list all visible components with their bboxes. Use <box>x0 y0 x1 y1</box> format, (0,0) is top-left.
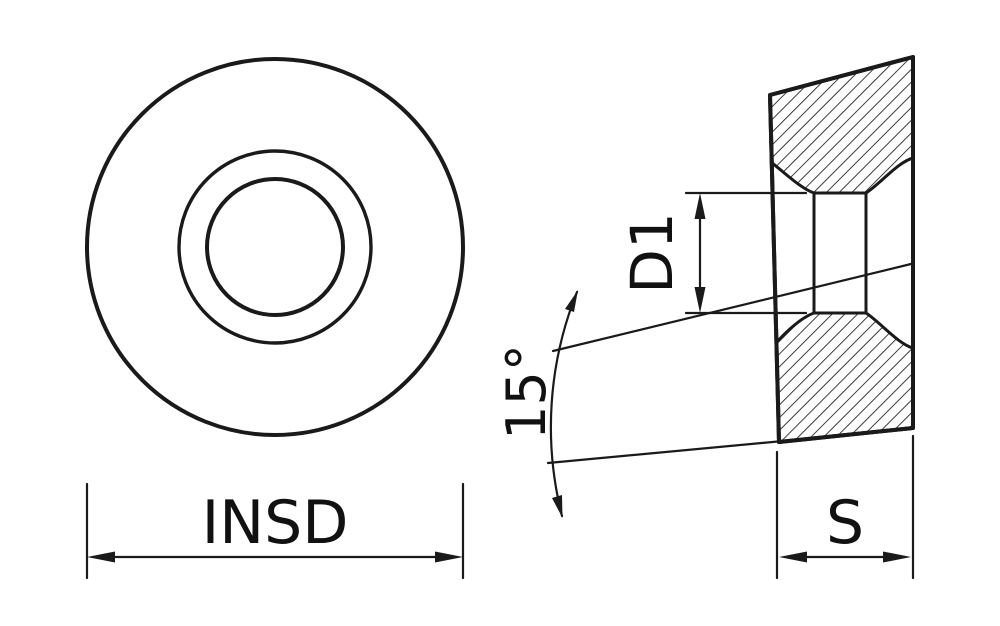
bore-wall-top <box>770 156 915 195</box>
s-arrow-right <box>883 551 911 563</box>
d1-arrow-top <box>694 193 706 219</box>
hatch-region-top <box>770 57 913 193</box>
hatch-region-bottom <box>776 313 913 442</box>
s-label: S <box>826 488 864 558</box>
d1-arrow-bottom <box>694 287 706 313</box>
angle-baseline-extension <box>546 439 785 465</box>
angle-arrow-bottom <box>552 495 563 518</box>
angle-arc <box>549 290 579 518</box>
d1-dimension: D1 <box>618 191 808 315</box>
clearance-angle-label: 15° <box>495 344 558 440</box>
side-profile-outline <box>768 55 915 444</box>
angle-arrow-top <box>565 290 578 312</box>
top-view <box>85 57 465 437</box>
clearance-angle-annotation <box>546 262 913 465</box>
center-hole-circle <box>205 177 345 317</box>
countersink-circle <box>177 149 373 345</box>
insert-outer-circle <box>85 57 465 437</box>
insd-arrow-right <box>435 551 463 563</box>
s-dimension: S <box>775 434 915 580</box>
clearance-angle-dimension: 15° <box>495 290 579 518</box>
insd-arrow-left <box>87 551 115 563</box>
side-view <box>768 55 915 444</box>
s-arrow-left <box>779 551 807 563</box>
angle-slanted-line <box>551 262 913 353</box>
insd-dimension: INSD <box>85 482 465 580</box>
bore-wall-bottom <box>774 311 915 350</box>
d1-label: D1 <box>618 212 686 294</box>
insd-label: INSD <box>202 488 349 558</box>
